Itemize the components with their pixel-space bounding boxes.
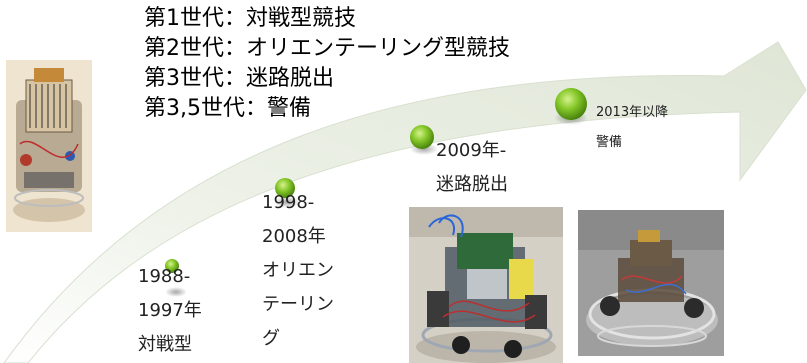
robot-photo-2009 bbox=[409, 207, 563, 363]
milestone-dot-2009 bbox=[410, 125, 434, 149]
era-label-1998: 1998- 2008年 オリエン テーリン グ bbox=[262, 186, 334, 356]
arrow-body bbox=[3, 41, 807, 363]
generation-legend: 第1世代：対戦型競技 第2世代：オリエンテーリング型競技 第3世代：迷路脱出 第… bbox=[144, 4, 510, 124]
era-year-end: 1997年 bbox=[138, 300, 202, 321]
milestone-dot-1998 bbox=[275, 178, 295, 198]
era-period: 1998- bbox=[262, 192, 315, 213]
milestone-dot-2013 bbox=[555, 88, 587, 120]
robot-photo-1988 bbox=[6, 60, 92, 232]
robot-photo-2013 bbox=[578, 210, 724, 356]
dot-shadow bbox=[165, 287, 187, 297]
era-label-2013: 2013年以降 警備 bbox=[596, 98, 668, 158]
era-period: 2009年- bbox=[436, 140, 507, 161]
legend-item-gen35: 第3,5世代：警備 bbox=[144, 96, 311, 121]
legend-item-gen1: 第1世代：対戦型競技 bbox=[144, 6, 356, 31]
milestone-dot-1988 bbox=[165, 259, 179, 273]
legend-item-gen2: 第2世代：オリエンテーリング型競技 bbox=[144, 36, 510, 61]
era-year-end: 2008年 bbox=[262, 226, 326, 247]
era-label-1988: 1988- 1997年 対戦型 bbox=[138, 260, 202, 362]
dot-shadow bbox=[274, 196, 300, 208]
era-name-line2: テーリン bbox=[262, 294, 334, 315]
legend-item-gen3: 第3世代：迷路脱出 bbox=[144, 66, 334, 91]
era-period: 1988- bbox=[138, 266, 191, 287]
era-name: 迷路脱出 bbox=[436, 174, 508, 195]
era-name: 警備 bbox=[596, 135, 623, 150]
era-label-2009: 2009年- 迷路脱出 bbox=[436, 134, 508, 202]
era-period: 2013年以降 bbox=[596, 105, 669, 120]
era-name: 対戦型 bbox=[138, 334, 192, 355]
era-name-line1: オリエン bbox=[262, 260, 334, 281]
era-name-line3: グ bbox=[262, 328, 280, 349]
